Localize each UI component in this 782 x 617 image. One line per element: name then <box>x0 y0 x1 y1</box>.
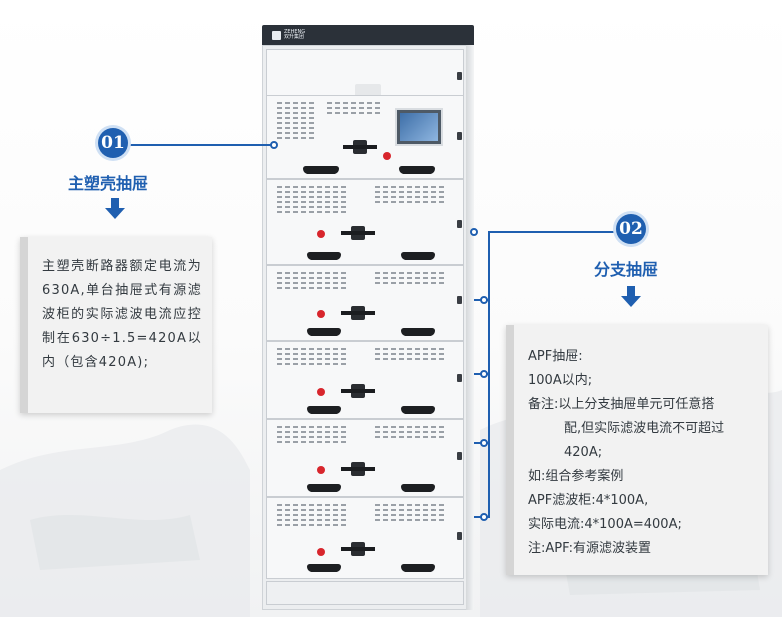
branch-drawer-1 <box>266 179 464 265</box>
lock-icon <box>457 452 462 460</box>
drawer-handle <box>307 406 341 414</box>
callout2-line: APF抽屉: <box>528 349 583 364</box>
drawer-handle <box>307 484 341 492</box>
lock-icon <box>457 296 462 304</box>
callout2-line: 配,但实际滤波电流不可超过 <box>564 421 725 436</box>
lock-icon <box>457 374 462 382</box>
branch-drawer-4 <box>266 419 464 497</box>
callout2-anchor-dot <box>480 439 488 447</box>
drawer-handle <box>401 406 435 414</box>
indicator-red-icon <box>317 548 325 556</box>
lock-icon <box>457 132 462 140</box>
down-arrow-icon <box>621 286 641 307</box>
callout2-line: 注:APF:有源滤波装置 <box>528 541 651 556</box>
lock-icon <box>457 220 462 228</box>
vent-grille <box>375 272 445 287</box>
panel-side-bar <box>20 237 28 413</box>
callout2-leader-line <box>488 231 628 233</box>
breaker-knob-icon <box>341 462 375 476</box>
indicator-red-icon <box>383 152 391 160</box>
vent-grille <box>327 102 383 117</box>
callout1-description-panel: 主塑壳断路器额定电流为630A,单台抽屉式有源滤波柜的实际滤波电流应控制在630… <box>20 237 212 413</box>
vent-grille <box>375 186 445 206</box>
vent-grille <box>375 426 445 441</box>
indicator-red-icon <box>317 466 325 474</box>
drawer-handle <box>401 564 435 572</box>
indicator-red-icon <box>317 310 325 318</box>
callout1-leader-line <box>126 144 272 146</box>
callout2-description-panel: APF抽屉: 100A以内; 备注:以上分支抽屉单元可任意搭 配,但实际滤波电流… <box>506 325 768 575</box>
logo-text-1: ZEHENG <box>284 29 306 35</box>
drawer-handle <box>307 328 341 336</box>
callout2-line: 备注:以上分支抽屉单元可任意搭 <box>528 397 715 412</box>
vent-grille <box>277 272 347 292</box>
vent-grille <box>277 348 347 368</box>
callout2-line: 420A; <box>564 445 603 460</box>
drawer-handle <box>307 252 341 260</box>
indicator-red-icon <box>317 230 325 238</box>
branch-drawer-2 <box>266 265 464 341</box>
down-arrow-icon <box>105 198 125 219</box>
switchgear-cabinet: ZEHENG 双升集团 <box>262 25 474 610</box>
hmi-touchscreen <box>395 108 443 146</box>
callout2-anchor-dot <box>480 513 488 521</box>
drawer-handle <box>399 166 435 174</box>
callout1-description: 主塑壳断路器额定电流为630A,单台抽屉式有源滤波柜的实际滤波电流应控制在630… <box>42 259 202 370</box>
brand-logo: ZEHENG 双升集团 <box>272 29 324 41</box>
breaker-knob-icon <box>343 140 377 154</box>
branch-drawer-5 <box>266 497 464 579</box>
drawer-handle <box>401 252 435 260</box>
breaker-knob-icon <box>341 226 375 240</box>
panel-side-bar <box>506 325 514 575</box>
cabinet-top-cap: ZEHENG 双升集团 <box>262 25 474 45</box>
indicator-red-icon <box>317 388 325 396</box>
callout2-title: 分支抽屉 <box>594 260 659 279</box>
breaker-knob-icon <box>341 384 375 398</box>
cabinet-side <box>466 45 474 610</box>
breaker-knob-icon <box>341 542 375 556</box>
logo-text-2: 双升集团 <box>284 34 305 40</box>
vent-grille <box>375 504 445 524</box>
callout2-number-badge: 02 <box>616 214 646 244</box>
main-mccb-drawer <box>266 95 464 179</box>
callout1-title: 主塑壳抽屉 <box>68 174 149 193</box>
callout1-number-badge: 01 <box>98 128 128 158</box>
vent-grille <box>277 426 347 446</box>
callout2-line: 100A以内; <box>528 373 593 388</box>
callout2-description: APF抽屉: 100A以内; 备注:以上分支抽屉单元可任意搭 配,但实际滤波电流… <box>528 345 764 561</box>
breaker-knob-icon <box>341 306 375 320</box>
drawer-handle <box>401 484 435 492</box>
drawer-handle <box>401 328 435 336</box>
cabinet-base <box>266 581 464 605</box>
logo-mark-icon <box>272 30 281 40</box>
branch-drawer-3 <box>266 341 464 419</box>
callout2-line: 实际电流:4*100A=400A; <box>528 517 682 532</box>
drawer-handle <box>303 166 339 174</box>
callout2-anchor-dot <box>470 228 478 236</box>
callout1-anchor-dot <box>270 141 278 149</box>
vent-grille <box>277 186 347 216</box>
vent-grille <box>277 102 315 142</box>
callout2-anchor-dot <box>480 370 488 378</box>
callout2-line: APF滤波柜:4*100A, <box>528 493 649 508</box>
lock-icon <box>457 72 462 80</box>
lock-icon <box>457 532 462 540</box>
callout2-line: 如:组合参考案例 <box>528 469 624 484</box>
callout2-anchor-dot <box>480 296 488 304</box>
vent-grille <box>277 504 347 529</box>
vent-grille <box>375 348 445 363</box>
drawer-handle <box>307 564 341 572</box>
